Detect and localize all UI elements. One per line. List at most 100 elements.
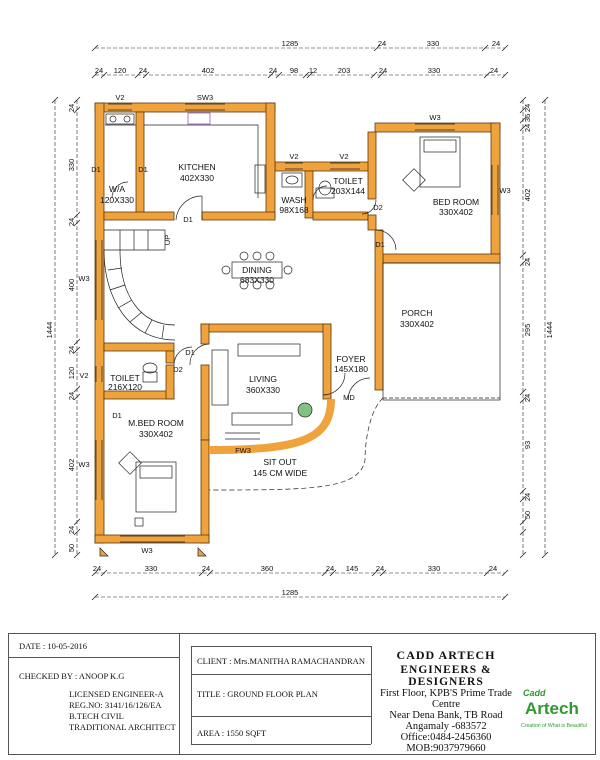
room-name: M.BED ROOM xyxy=(128,418,184,428)
window-label: V2 xyxy=(339,152,348,161)
dim-right-seg: 295 xyxy=(523,324,532,337)
dim-left-seg: 120 xyxy=(67,367,76,380)
dim-bottom-seg: 145 xyxy=(346,564,359,573)
address-line: First Floor, KPB'S Prime Trade Centre xyxy=(380,688,512,710)
dim-bottom-total: 1285 xyxy=(282,588,299,597)
dim-left-seg: 24 xyxy=(67,392,76,400)
dim-top-seg: 402 xyxy=(202,66,215,75)
address-line: Angamaly -683572 xyxy=(405,721,487,732)
dim-right-seg: 24 xyxy=(523,493,532,501)
dim-bottom-seg: 24 xyxy=(202,564,210,573)
company-info: CADD ARTECH ENGINEERS & DESIGNERS First … xyxy=(371,648,521,754)
dim-top-seg: 330 xyxy=(428,66,441,75)
room-size: 120X330 xyxy=(100,195,134,205)
dim-right-seg: 24 xyxy=(523,258,532,266)
stair-up-label: UP xyxy=(163,235,172,245)
dim-top-seg: 24 xyxy=(95,66,103,75)
door-label: D1 xyxy=(375,240,385,249)
room-name: FOYER xyxy=(336,354,365,364)
door-label: D1 xyxy=(185,348,195,357)
dim-top-seg: 24 xyxy=(490,66,498,75)
window-label: W3 xyxy=(499,186,510,195)
dim-right-seg: 93 xyxy=(523,441,532,449)
door-label: D2 xyxy=(373,203,383,212)
dim-top-seg: 24 xyxy=(269,66,277,75)
dim-top-seg: 24 xyxy=(139,66,147,75)
dim-bottom-seg: 24 xyxy=(93,564,101,573)
walls xyxy=(94,102,501,544)
logo-text-main: Artech xyxy=(525,699,579,718)
room-name: BED ROOM xyxy=(433,197,479,207)
door-label: D1 xyxy=(183,215,193,224)
logo-tagline: Creation of What is Beautiful xyxy=(521,723,587,729)
dim-right-seg: 50 xyxy=(523,511,532,519)
dim-top-seg: 24 xyxy=(379,66,387,75)
room-size: 360X330 xyxy=(246,385,280,395)
dim-left-seg: 400 xyxy=(67,279,76,292)
room-size: 330X402 xyxy=(439,207,473,217)
window-label: W3 xyxy=(78,274,89,283)
dim-top-seg: 203 xyxy=(338,66,351,75)
dim-top-total: 1285 xyxy=(282,39,299,48)
dim-left-seg: 402 xyxy=(67,459,76,472)
window-label: FW3 xyxy=(235,446,251,455)
dim-bottom-seg: 24 xyxy=(489,564,497,573)
dim-right-seg: 24 xyxy=(523,104,532,112)
dim-left-seg: 24 xyxy=(67,218,76,226)
engineer-line: B.TECH CIVIL xyxy=(69,711,124,721)
door-label: D1 xyxy=(112,411,122,420)
room-name: PORCH xyxy=(402,308,433,318)
room-name: KITCHEN xyxy=(178,162,215,172)
dim-top-seg: 330 xyxy=(427,39,440,48)
address-line: MOB:9037979660 xyxy=(406,743,486,754)
dim-bottom-seg: 330 xyxy=(428,564,441,573)
company-name: CADD ARTECH xyxy=(396,648,496,662)
dim-top-seg: 98 xyxy=(290,66,298,75)
address-line: Near Dena Bank, TB Road xyxy=(389,710,503,721)
room-name: DINING xyxy=(242,265,272,275)
window-label: SW3 xyxy=(197,93,213,102)
room-size: 683X330 xyxy=(240,275,274,285)
checked-by-field: CHECKED BY : ANOOP K.G xyxy=(19,671,125,681)
dimension-texts: 1285 24 330 24 24 120 24 402 24 98 12 20… xyxy=(45,39,554,597)
dim-top-seg: 24 xyxy=(492,39,500,48)
window-label: W3 xyxy=(141,546,152,555)
dim-right-seg: 24 xyxy=(523,394,532,402)
room-size: 203X144 xyxy=(331,186,365,196)
floor-plan: 1285 24 330 24 24 120 24 402 24 98 12 20… xyxy=(45,39,554,601)
dim-right-total: 1444 xyxy=(545,322,554,339)
room-name: SIT OUT xyxy=(263,457,296,467)
address-line: Office:0484-2456360 xyxy=(400,732,492,743)
room-name: TOILET xyxy=(110,373,140,383)
engineer-line: TRADITIONAL ARCHITECT xyxy=(69,722,176,732)
dim-top-seg: 120 xyxy=(114,66,127,75)
furniture xyxy=(99,112,461,557)
dim-bottom-seg: 24 xyxy=(376,564,384,573)
dim-left-seg: 24 xyxy=(67,104,76,112)
room-name: W/A xyxy=(109,184,125,194)
window-label: V2 xyxy=(289,152,298,161)
door-label: MD xyxy=(343,393,355,402)
window-label: W3 xyxy=(429,113,440,122)
company-sub: ENGINEERS & DESIGNERS xyxy=(400,664,492,688)
date-field: DATE : 10-05-2016 xyxy=(19,641,87,651)
door-label: D2 xyxy=(173,365,183,374)
dim-right-seg: 402 xyxy=(523,189,532,202)
dim-left-total: 1444 xyxy=(45,322,54,339)
dim-right-seg: 36 xyxy=(523,114,532,122)
room-size: 98X168 xyxy=(279,205,309,215)
dim-left-seg: 330 xyxy=(67,159,76,172)
window-label: V2 xyxy=(115,93,124,102)
room-size: 402X330 xyxy=(180,173,214,183)
dim-left-seg: 50 xyxy=(67,544,76,552)
dim-left-seg: 24 xyxy=(67,526,76,534)
area-field: AREA : 1550 SQFT xyxy=(197,728,267,738)
dimension-lines xyxy=(51,44,549,601)
window-label: W3 xyxy=(78,460,89,469)
engineer-line: LICENSED ENGINEER-A xyxy=(69,689,164,699)
engineer-line: REG.NO: 3141/16/126/EA xyxy=(69,700,162,710)
dim-bottom-seg: 330 xyxy=(145,564,158,573)
dim-left-seg: 24 xyxy=(67,346,76,354)
room-size: 330X402 xyxy=(139,429,173,439)
door-label: D1 xyxy=(91,165,101,174)
